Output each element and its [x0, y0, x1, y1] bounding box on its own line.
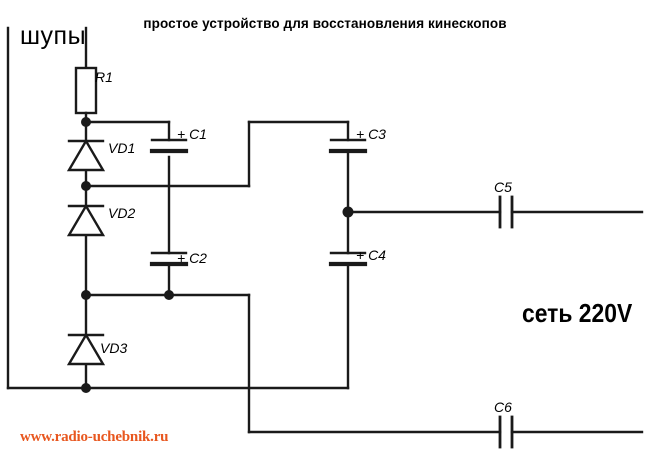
- diode-vd3-label: VD3: [100, 340, 128, 356]
- capacitor-c1: [149, 138, 189, 154]
- site-watermark: www.radio-uchebnik.ru: [20, 429, 169, 445]
- diode-vd1: [66, 138, 106, 172]
- capacitor-c1-label: + C1: [177, 126, 207, 142]
- capacitor-c5: [498, 195, 514, 229]
- probes-label: шупы: [20, 22, 87, 50]
- junction-dot-c2-bottom: [164, 290, 174, 300]
- page-title: простое устройство для восстановления ки…: [143, 16, 507, 31]
- diode-vd1-label: VD1: [108, 140, 136, 156]
- junction-dot-r1-vd1: [81, 117, 91, 127]
- diode-vd3-triangle: [66, 332, 106, 366]
- diode-vd2: [66, 203, 106, 237]
- capacitor-c6: [498, 415, 514, 449]
- diode-vd2-triangle: [66, 203, 106, 237]
- diode-vd3: [66, 332, 106, 366]
- resistor-r1-body: [74, 66, 98, 115]
- diode-vd2-label: VD2: [108, 205, 136, 221]
- resistor-r1-label: R1: [95, 69, 113, 85]
- capacitor-c3-label: + C3: [356, 126, 386, 142]
- capacitor-c4-label: + C4: [356, 247, 386, 263]
- junction-dot-vd2-vd3: [81, 290, 91, 300]
- diode-vd1-triangle: [66, 138, 106, 172]
- mains-voltage-label: сеть 220V: [521, 298, 632, 328]
- capacitor-c2-label: + C2: [177, 250, 207, 266]
- capacitor-c5-label: C5: [494, 179, 512, 195]
- junction-dot-c3-c4-output: [342, 206, 354, 218]
- junction-dot-vd1-vd2: [81, 181, 91, 191]
- junction-dot-vd3-bottom: [81, 383, 91, 393]
- capacitor-c6-label: C6: [494, 399, 512, 415]
